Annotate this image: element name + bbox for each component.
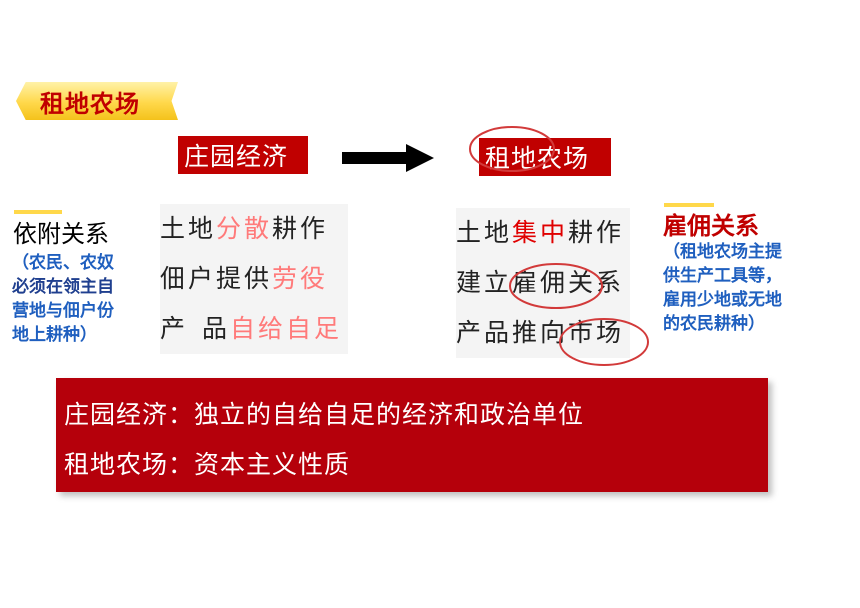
yellow-underline-mark [664,203,714,207]
manor-features-list: 土地分散耕作 佃户提供劳役 产品自给自足 [160,204,349,354]
summary-line-manor: 庄园经济：独立的自给自足的经济和政治单位 [64,400,585,429]
desc-line: 必须在领主自 [12,277,114,297]
manor-feature-item: 土地分散耕作 [160,214,329,243]
manor-economy-label: 庄园经济 [184,142,289,171]
manor-feature-item: 佃户提供劳役 [160,264,329,293]
summary-line-rent: 租地农场：资本主义性质 [64,450,351,479]
rented-farm-features-list: 土地集中耕作 建立雇佣关系 产品推向市场 [456,208,631,358]
rented-farm-box: 租地农场 [479,138,611,176]
manor-economy-box: 庄园经济 [178,136,308,174]
desc-line: 营地与佃户份 [12,301,114,321]
rent-feature-item: 产品推向市场 [456,318,625,347]
desc-line: 的农民耕种） [663,314,765,334]
desc-line: 供生产工具等， [663,266,782,286]
dependency-relation-desc: （农民、农奴 必须在领主自 营地与佃户份 地上耕种） [12,251,152,347]
manor-feature-item: 产品自给自足 [160,314,343,343]
desc-line: 雇用少地或无地 [663,290,782,310]
section-heading: 租地农场 [40,89,140,118]
desc-line: （租地农场主提 [663,242,782,262]
dependency-relation-title: 依附关系 [13,220,109,248]
rent-feature-item: 土地集中耕作 [456,218,625,247]
section-heading-tag: 租地农场 [16,82,178,120]
desc-line: 地上耕种） [12,325,97,345]
desc-line: （农民、农奴 [12,253,114,273]
summary-panel: 庄园经济：独立的自给自足的经济和政治单位 租地农场：资本主义性质 [56,378,768,492]
right-arrow-icon [342,144,434,172]
rented-farm-label: 租地农场 [485,144,590,173]
yellow-underline-mark [14,210,62,214]
rent-feature-item: 建立雇佣关系 [456,268,625,297]
employment-relation-title: 雇佣关系 [663,212,759,240]
employment-relation-desc: （租地农场主提 供生产工具等， 雇用少地或无地 的农民耕种） [663,240,823,336]
